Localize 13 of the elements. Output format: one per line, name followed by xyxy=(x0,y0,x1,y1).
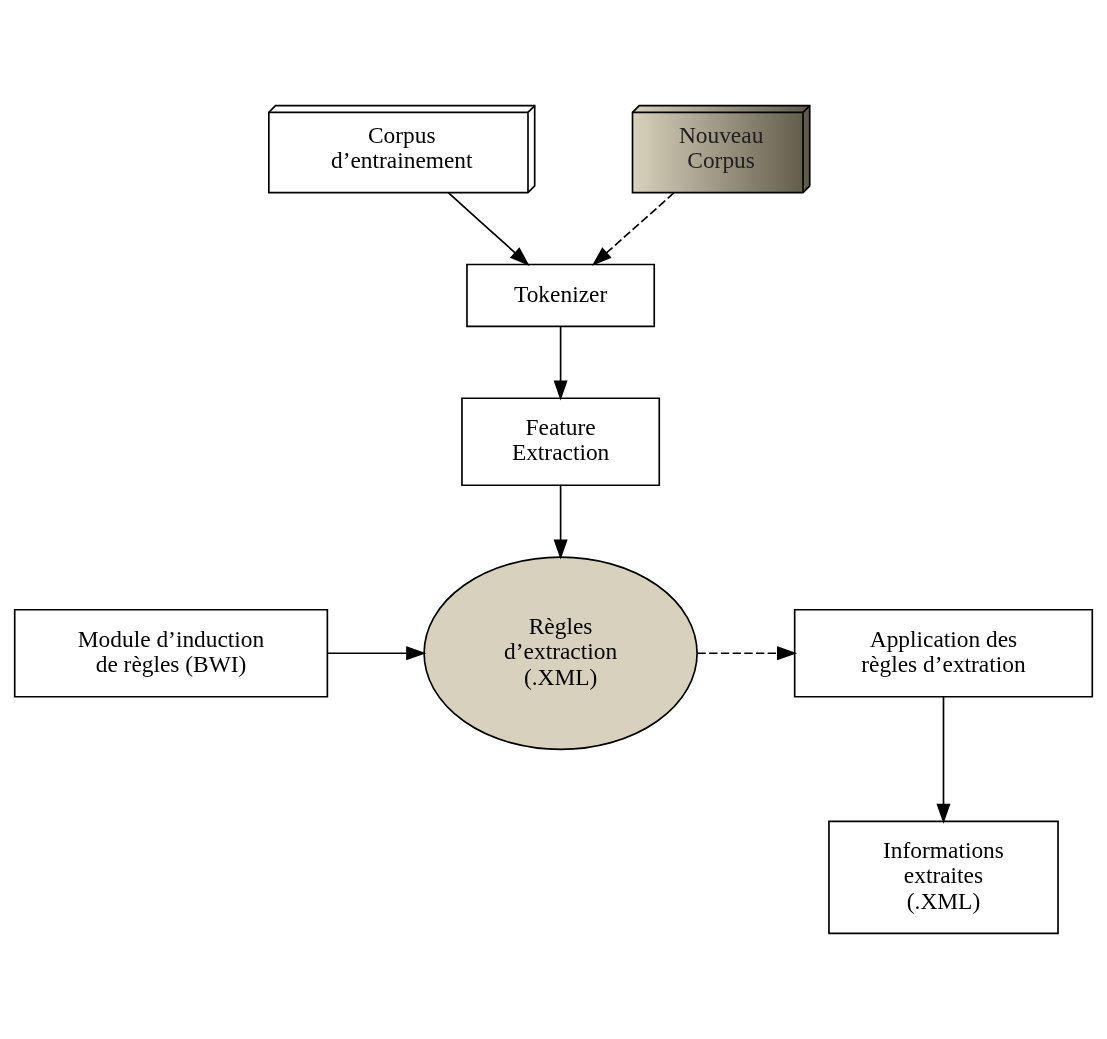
arrow xyxy=(447,192,530,266)
arrow xyxy=(696,646,798,661)
arrow xyxy=(553,325,568,401)
node-ellipse: Règles d’extraction (.XML) xyxy=(423,556,698,751)
node-box: Informations extraites (.XML) xyxy=(828,820,1059,935)
node-box: Application des règles d’extration xyxy=(793,608,1094,698)
arrow xyxy=(591,192,675,266)
node-box: Module d’induction de règles (BWI) xyxy=(13,608,329,698)
arrow xyxy=(326,646,427,661)
node-box: Feature Extraction xyxy=(461,397,661,487)
node-box: Tokenizer xyxy=(466,263,656,328)
arrow xyxy=(553,484,568,560)
arrow xyxy=(936,696,951,824)
